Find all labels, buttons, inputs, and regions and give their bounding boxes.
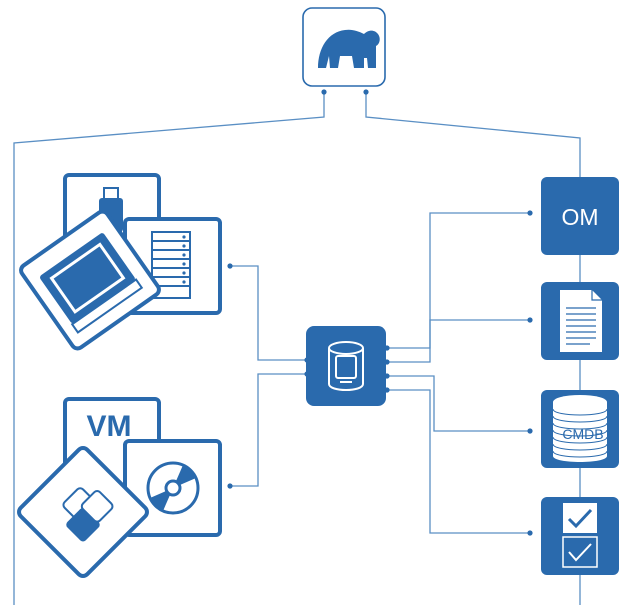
checklist-icon (562, 503, 598, 568)
database-appliance-icon (328, 341, 364, 391)
vm-label: VM (87, 410, 132, 443)
connector-physical-center (230, 265, 307, 361)
connector-top-right (365, 93, 581, 180)
center-node[interactable] (306, 326, 386, 406)
top-node[interactable] (302, 7, 386, 87)
om-node[interactable]: OM (541, 177, 619, 255)
om-label: OM (561, 204, 598, 230)
connector-center-document (387, 319, 530, 363)
connector-center-cmdb (387, 375, 530, 432)
connector-center-checklist (387, 389, 530, 534)
virtual-cubes-icon (17, 446, 149, 578)
checklist-node[interactable] (541, 497, 619, 575)
cmdb-node[interactable]: CMDB (541, 390, 619, 468)
laptop-icon (19, 209, 161, 351)
connector-center-om (387, 212, 530, 349)
elephant-icon (318, 29, 380, 69)
connector-dots (227, 89, 533, 536)
connector-top-left (13, 93, 325, 605)
document-icon (560, 290, 602, 352)
connectors (13, 93, 581, 605)
document-node[interactable] (541, 282, 619, 360)
cmdb-label: CMDB (562, 426, 603, 442)
disc-icon (146, 461, 200, 515)
connector-virtual-center (230, 373, 307, 487)
database-stack-icon (552, 395, 608, 462)
physical-group[interactable] (19, 173, 222, 351)
virtual-group[interactable]: VM (17, 397, 222, 578)
